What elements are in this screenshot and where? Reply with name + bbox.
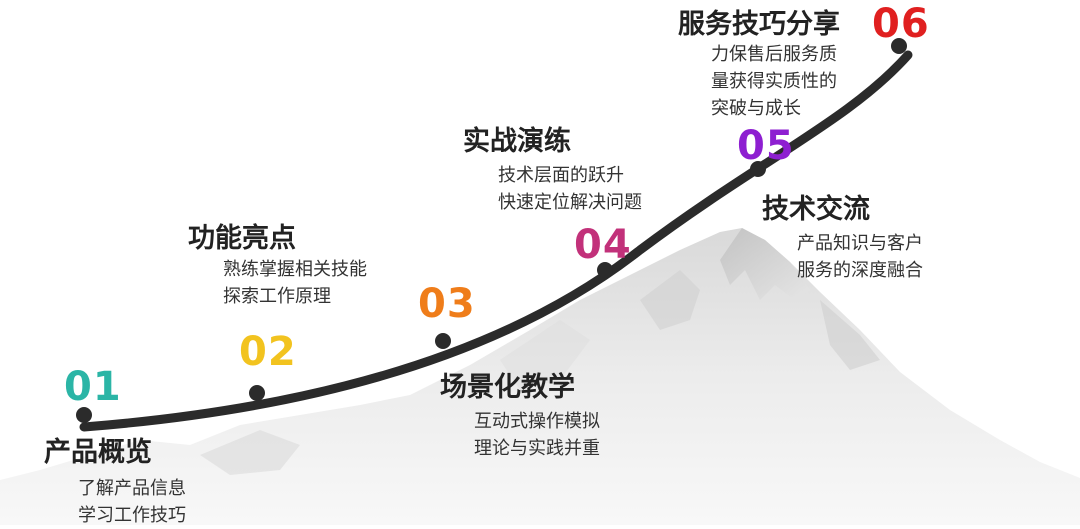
step-dot-01 <box>76 407 92 423</box>
step-title-06: 服务技巧分享 <box>678 9 840 40</box>
step-desc-line: 突破与成长 <box>711 98 801 119</box>
step-title-01: 产品概览 <box>44 437 152 468</box>
step-dot-06 <box>891 38 907 54</box>
step-desc-line: 理论与实践并重 <box>474 438 600 459</box>
step-title-04: 实战演练 <box>463 126 571 157</box>
step-dot-03 <box>435 333 451 349</box>
step-desc-line: 技术层面的跃升 <box>498 165 624 186</box>
step-desc-04: 技术层面的跃升 快速定位解决问题 <box>498 162 642 216</box>
step-desc-line: 探索工作原理 <box>223 286 331 307</box>
step-desc-line: 熟练掌握相关技能 <box>223 259 367 280</box>
step-desc-line: 了解产品信息 <box>78 478 186 499</box>
step-number-06: 06 <box>872 1 930 47</box>
step-desc-line: 学习工作技巧 <box>78 505 186 526</box>
step-desc-line: 力保售后服务质 <box>711 44 837 65</box>
step-desc-line: 服务的深度融合 <box>797 260 923 281</box>
step-number-03: 03 <box>418 281 476 327</box>
step-number-04: 04 <box>574 222 632 268</box>
mountain-background <box>0 228 1080 525</box>
step-desc-06: 力保售后服务质 量获得实质性的 突破与成长 <box>711 41 837 122</box>
step-desc-01: 了解产品信息 学习工作技巧 <box>78 475 186 529</box>
step-title-02: 功能亮点 <box>188 223 296 254</box>
step-title-03: 场景化教学 <box>440 372 575 403</box>
step-dot-02 <box>249 385 265 401</box>
step-dot-05 <box>750 161 766 177</box>
step-number-02: 02 <box>239 329 297 375</box>
step-dot-04 <box>597 262 613 278</box>
step-desc-05: 产品知识与客户 服务的深度融合 <box>797 230 923 284</box>
step-number-05: 05 <box>737 123 795 169</box>
step-desc-line: 快速定位解决问题 <box>498 192 642 213</box>
step-desc-line: 产品知识与客户 <box>797 233 923 254</box>
step-desc-03: 互动式操作模拟 理论与实践并重 <box>474 408 600 462</box>
step-desc-line: 量获得实质性的 <box>711 71 837 92</box>
step-number-01: 01 <box>64 364 122 410</box>
step-title-05: 技术交流 <box>762 194 870 225</box>
step-markers <box>76 38 907 423</box>
step-desc-line: 互动式操作模拟 <box>474 411 600 432</box>
step-desc-02: 熟练掌握相关技能 探索工作原理 <box>223 256 367 310</box>
